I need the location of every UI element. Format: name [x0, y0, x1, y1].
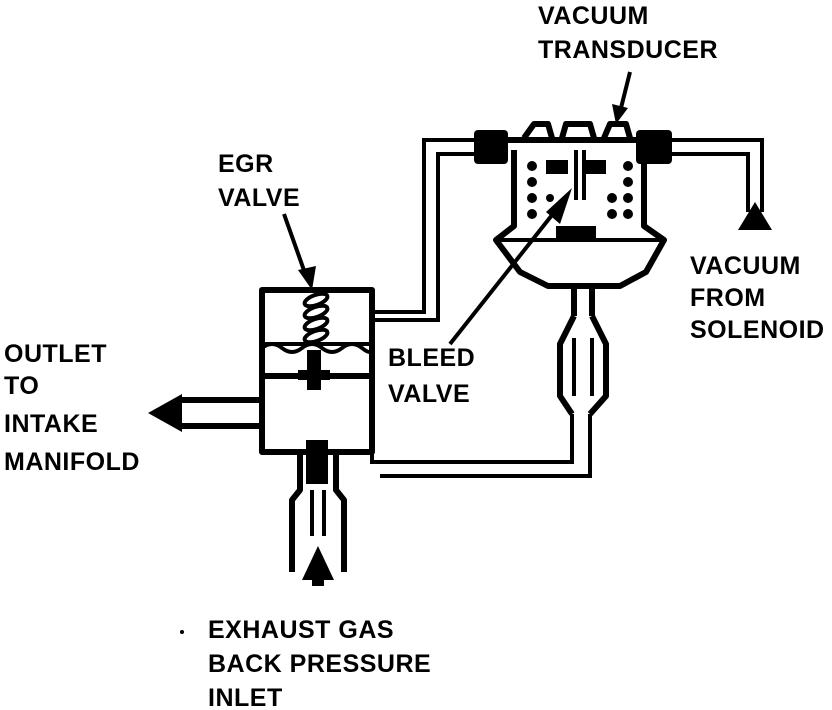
svg-text:VALVE: VALVE — [388, 380, 470, 408]
label-bleed-valve: BLEED VALVE — [388, 344, 475, 408]
transducer-leader-arrow — [612, 71, 632, 124]
svg-text:VALVE: VALVE — [218, 184, 300, 212]
svg-text:FROM: FROM — [690, 284, 766, 312]
svg-text:SOLENOID: SOLENOID — [690, 316, 825, 344]
svg-text:VACUUM: VACUUM — [690, 252, 801, 280]
egr-valve-body — [259, 287, 375, 455]
svg-text:MANIFOLD: MANIFOLD — [4, 448, 140, 476]
svg-text:EGR: EGR — [218, 150, 274, 178]
inline-restrictor — [557, 314, 609, 416]
back-pressure-line — [370, 414, 592, 478]
exhaust-inlet-pipe — [289, 440, 347, 586]
svg-text:BLEED: BLEED — [388, 344, 475, 372]
left-hose-connector — [474, 130, 508, 164]
vacuum-transducer — [493, 121, 667, 316]
label-exhaust-gas-inlet: EXHAUST GAS BACK PRESSURE INLET — [208, 616, 431, 710]
label-outlet-to-intake-manifold: OUTLET TO INTAKE MANIFOLD — [4, 340, 140, 476]
svg-text:TRANSDUCER: TRANSDUCER — [538, 36, 718, 64]
stray-dot — [180, 630, 184, 634]
bleed-valve-leader-arrow — [448, 188, 572, 346]
vacuum-line-to-egr — [372, 138, 478, 322]
egr-valve-leader-arrow — [282, 213, 316, 290]
label-vacuum-transducer: VACUUM TRANSDUCER — [538, 2, 718, 64]
svg-text:INTAKE: INTAKE — [4, 410, 98, 438]
svg-text:TO: TO — [4, 372, 39, 400]
label-egr-valve: EGR VALVE — [218, 150, 300, 212]
svg-text:BACK PRESSURE: BACK PRESSURE — [208, 650, 431, 678]
svg-text:VACUUM: VACUUM — [538, 2, 649, 30]
outlet-pipe — [148, 394, 262, 432]
egr-valve-spring — [302, 291, 330, 345]
svg-text:INLET: INLET — [208, 684, 283, 710]
svg-text:OUTLET: OUTLET — [4, 340, 107, 368]
svg-text:EXHAUST GAS: EXHAUST GAS — [208, 616, 394, 644]
vacuum-line-from-solenoid — [672, 138, 772, 230]
label-vacuum-from-solenoid: VACUUM FROM SOLENOID — [690, 252, 825, 344]
